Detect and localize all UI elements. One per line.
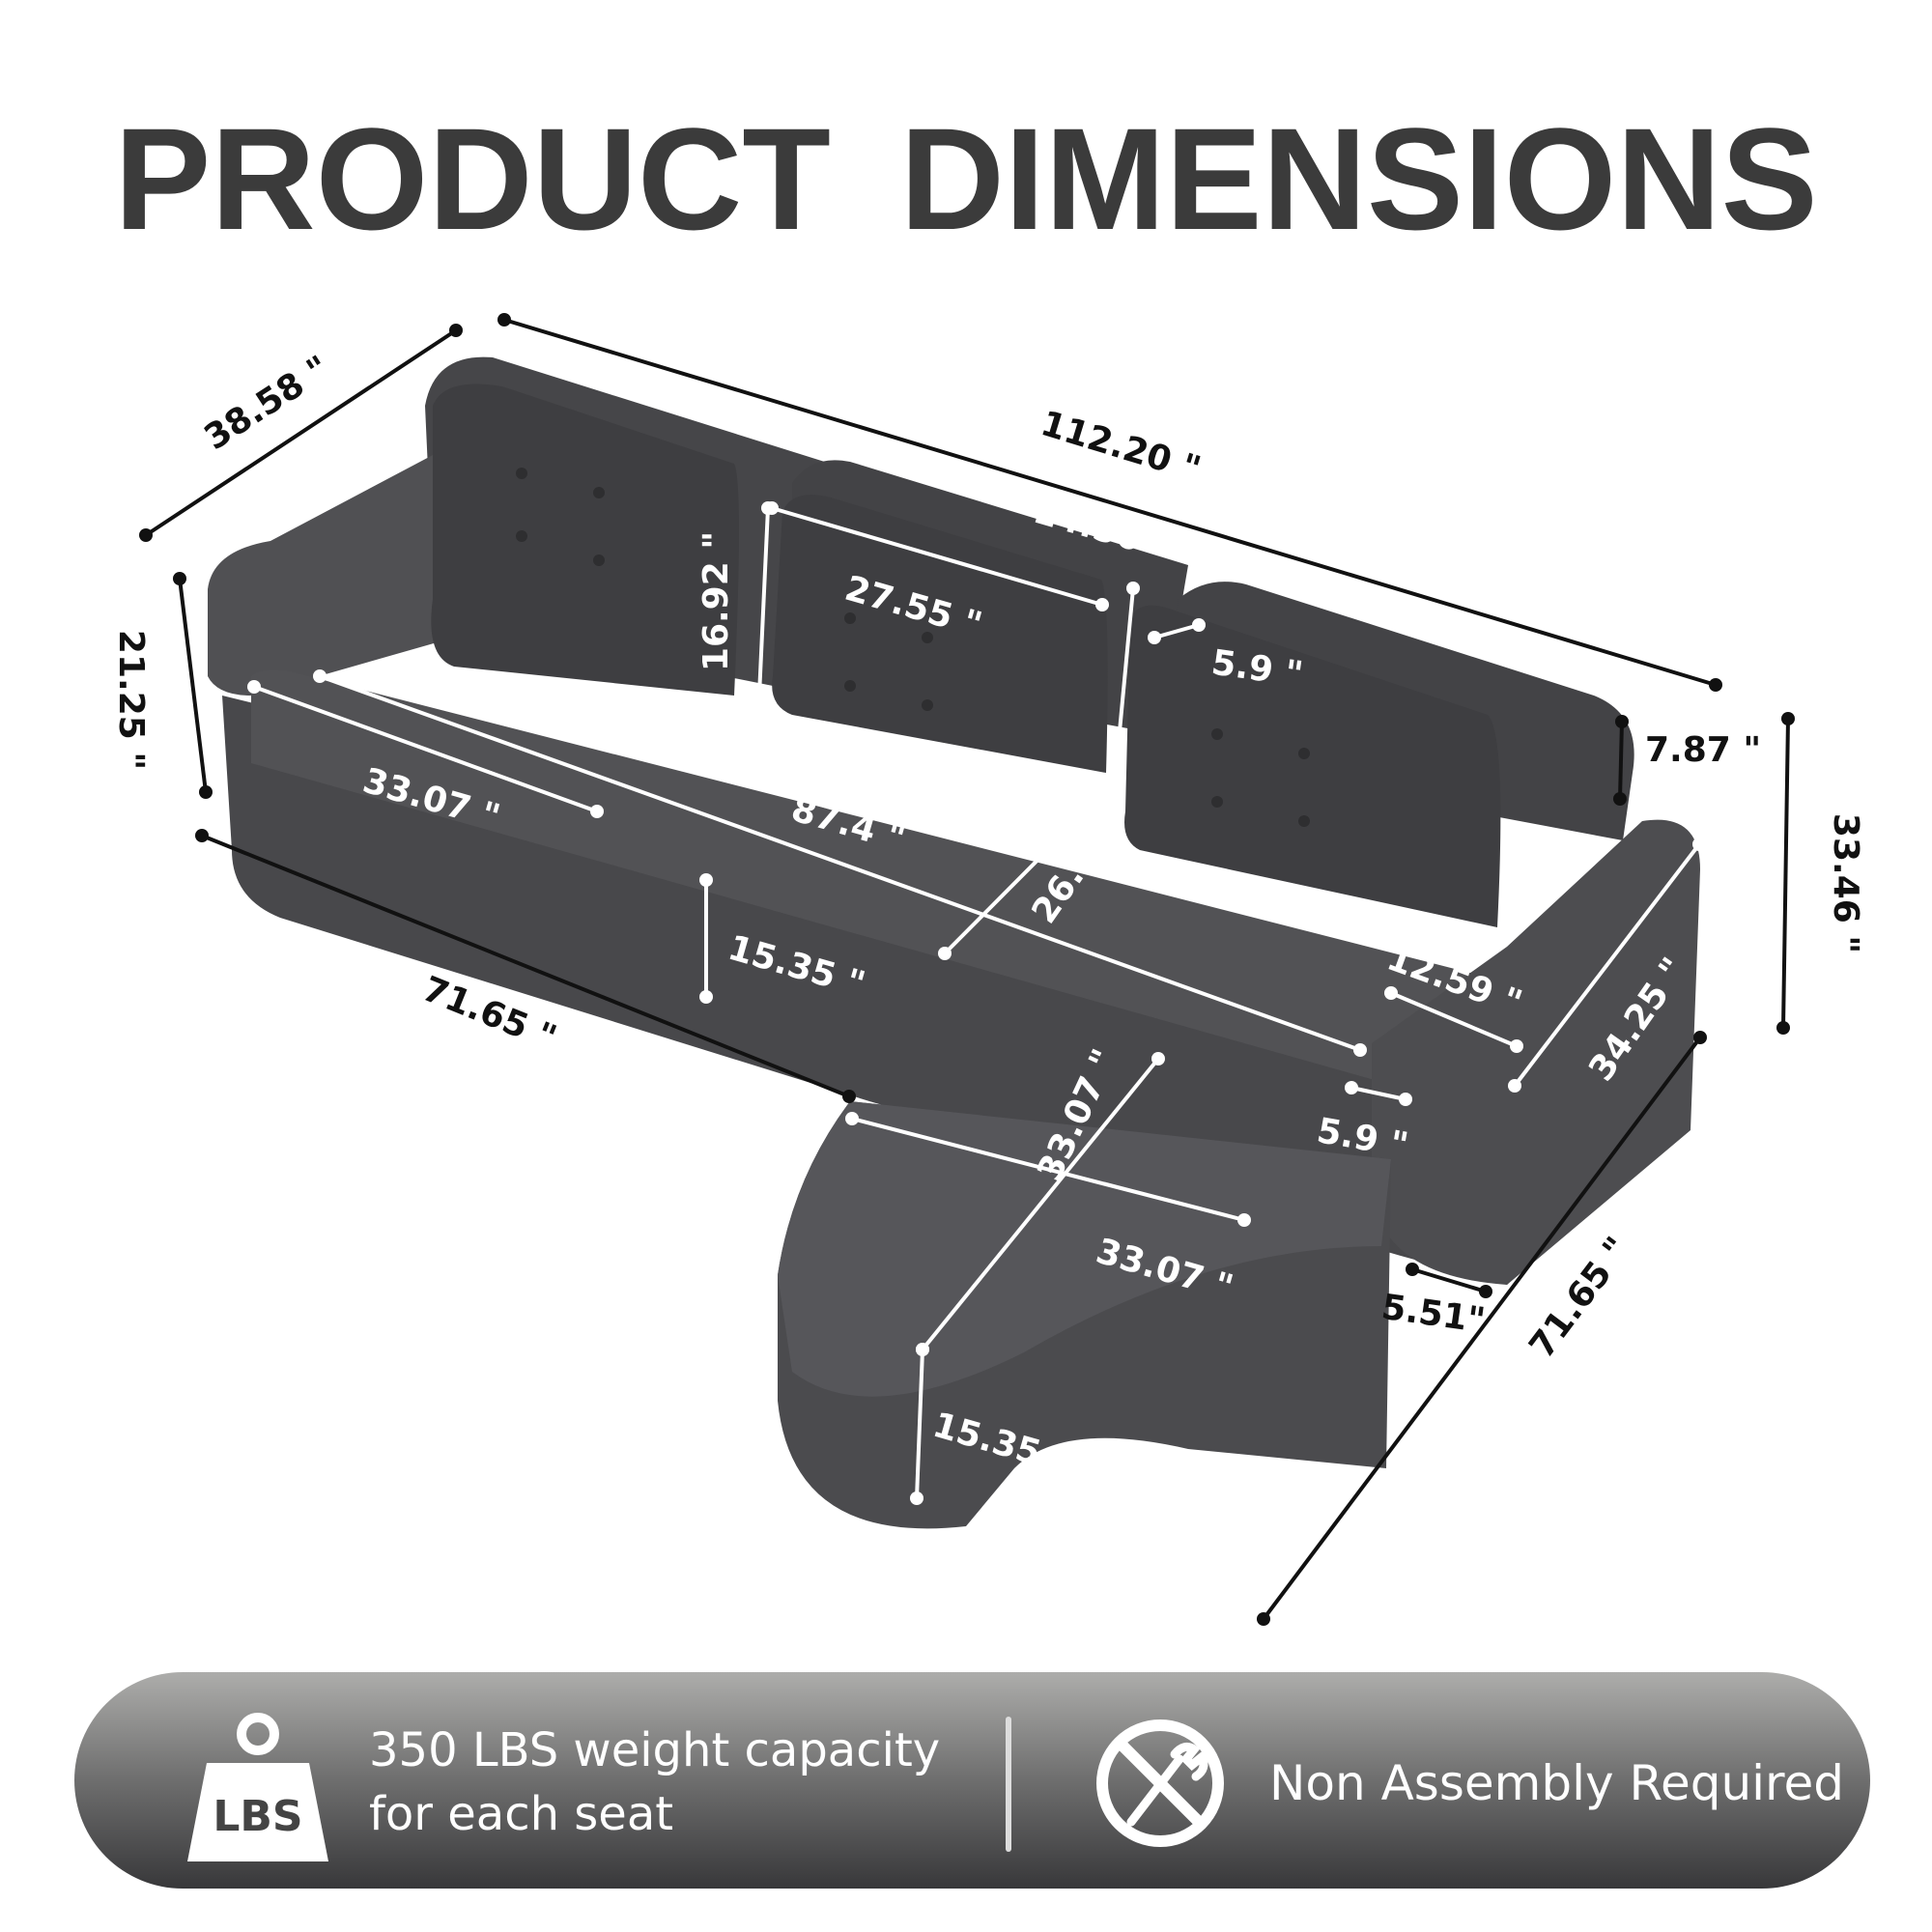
seat-width-endpoint [247, 680, 261, 694]
overall-depth-dimension-line [144, 328, 458, 537]
arm-height-endpoint [199, 785, 213, 799]
back-top-label: 7.87 " [1645, 729, 1762, 770]
overall-depth-endpoint [139, 528, 153, 542]
arm-height-endpoint [173, 572, 186, 585]
pillow-height-label: 16.92 " [696, 530, 736, 671]
page-title: PRODUCT DIMENSIONS [114, 98, 1818, 260]
overall-width-endpoint [497, 313, 511, 327]
back-top-dimension-line [1618, 721, 1624, 800]
arm-height-dimension-line [178, 578, 208, 793]
seat-depth-endpoint [938, 947, 952, 960]
ottoman-width-dimension-line [851, 1117, 1245, 1222]
seat-width-dimension-line [253, 685, 598, 813]
arm-length-dimension-line [1513, 842, 1701, 1088]
arm-gap-endpoint [1399, 1093, 1412, 1106]
arm-gap-endpoint [1345, 1081, 1358, 1094]
ottoman-height-endpoint [910, 1492, 923, 1505]
seat-height-endpoint [699, 990, 713, 1004]
features-bar: LBS 350 LBS weight capacity for each sea… [74, 1672, 1870, 1889]
ottoman-height-dimension-line [915, 1349, 924, 1499]
arm-height-label: 21.25 " [110, 629, 151, 770]
overall-height-dimension-line [1781, 718, 1790, 1029]
no-tools-icon [1096, 1719, 1224, 1847]
back-thickness-endpoint [1192, 618, 1206, 632]
ottoman-height-endpoint [916, 1343, 929, 1356]
pillow-edge-endpoint [1108, 776, 1122, 789]
pillow-height-endpoint [752, 709, 765, 723]
arm-length-endpoint [1692, 838, 1706, 851]
lbs-label: LBS [213, 1792, 302, 1841]
ottoman-width-endpoint [845, 1112, 859, 1125]
right-length-endpoint [1693, 1031, 1707, 1044]
seat-span-endpoint [313, 669, 327, 683]
seat-height-endpoint [699, 873, 713, 887]
overall-height-endpoint [1776, 1021, 1790, 1035]
back-top-endpoint [1615, 715, 1629, 728]
back-thickness-endpoint [1148, 631, 1161, 644]
pillow-top-endpoint [765, 501, 779, 515]
arm-length-endpoint [1508, 1079, 1521, 1093]
ottoman-width-endpoint [1237, 1213, 1251, 1227]
left-length-endpoint [842, 1090, 856, 1103]
right-length-dimension-line [1262, 1036, 1702, 1621]
arm-gap-dimension-line [1350, 1086, 1406, 1101]
seat-span-dimension-line [319, 674, 1361, 1052]
arm-width-endpoint [1510, 1039, 1523, 1053]
pillow-top-dimension-line [771, 506, 1103, 607]
right-length-endpoint [1257, 1612, 1270, 1626]
overall-height-endpoint [1781, 712, 1795, 725]
pillow-height-dimension-line [756, 507, 770, 717]
divider [1006, 1717, 1011, 1852]
weight-lbs-icon: LBS [187, 1713, 328, 1861]
gap-dimension-line [1411, 1267, 1487, 1293]
weight-capacity-line2: for each seat [369, 1787, 674, 1841]
ottoman-depth-endpoint [1151, 1052, 1165, 1065]
seat-depth-dimension-line [943, 781, 1117, 955]
pillow-edge-dimension-line [1113, 587, 1135, 783]
overall-width-dimension-line [503, 318, 1717, 687]
arm-width-endpoint [1384, 986, 1398, 1000]
pillow-edge-endpoint [1126, 582, 1140, 595]
overall-height-label: 33.46 " [1825, 812, 1865, 953]
seat-span-endpoint [1353, 1043, 1367, 1057]
gap-endpoint [1406, 1263, 1419, 1276]
overall-depth-endpoint [449, 324, 463, 337]
overall-width-endpoint [1709, 678, 1722, 692]
arm-width-dimension-line [1390, 991, 1518, 1048]
gap-endpoint [1479, 1285, 1492, 1298]
back-thickness-dimension-line [1153, 623, 1200, 639]
sofa [208, 356, 1700, 1529]
non-assembly-text: Non Assembly Required [1269, 1755, 1844, 1811]
weight-capacity-line1: 350 LBS weight capacity [369, 1723, 941, 1777]
pillow-top-endpoint [1095, 598, 1109, 611]
ottoman-depth-dimension-line [921, 1057, 1160, 1351]
left-length-dimension-line [201, 834, 850, 1098]
seat-width-endpoint [590, 805, 604, 818]
left-length-endpoint [195, 829, 209, 842]
back-top-endpoint [1613, 792, 1627, 806]
